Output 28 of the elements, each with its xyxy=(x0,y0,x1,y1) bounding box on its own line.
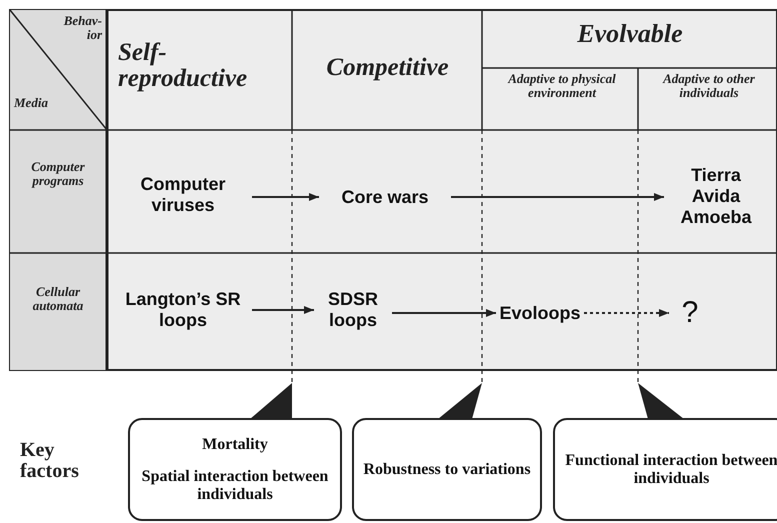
callout-box xyxy=(553,418,777,521)
header-text: Evolvable xyxy=(576,20,684,47)
arrow xyxy=(252,193,319,201)
header-text: Adaptive to other individuals xyxy=(662,72,756,100)
header-text: Competitive xyxy=(325,55,450,81)
header-text: Cellular automata xyxy=(32,285,84,313)
header-text: Self-reproductive xyxy=(118,40,248,92)
cell-text: Langton’s SR loops xyxy=(124,289,242,331)
arrow xyxy=(252,306,314,314)
row-label: Key factors xyxy=(20,440,80,482)
arrow xyxy=(392,309,496,317)
callout-box xyxy=(128,418,342,521)
callout-text: Spatial interaction between individuals xyxy=(140,468,330,504)
callout-text: Mortality xyxy=(202,436,268,454)
callout-box xyxy=(352,418,542,521)
axis-label: Behav-ior xyxy=(62,14,102,42)
cell-text: Core wars xyxy=(341,186,429,208)
cell-text: SDSR loops xyxy=(326,289,379,331)
cell-text: ? xyxy=(682,296,698,330)
arrow xyxy=(584,309,669,317)
header-text: Adaptive to physical environment xyxy=(506,72,617,100)
header-text: Computer programs xyxy=(30,160,86,188)
axis-label: Media xyxy=(14,96,49,110)
arrow xyxy=(451,193,664,201)
callout-text: Robustness to variations xyxy=(363,460,531,478)
cell-text: Tierra Avida Amoeba xyxy=(679,164,753,228)
cell-text: Evoloops xyxy=(500,302,581,324)
cell-text: Computer viruses xyxy=(140,174,226,216)
